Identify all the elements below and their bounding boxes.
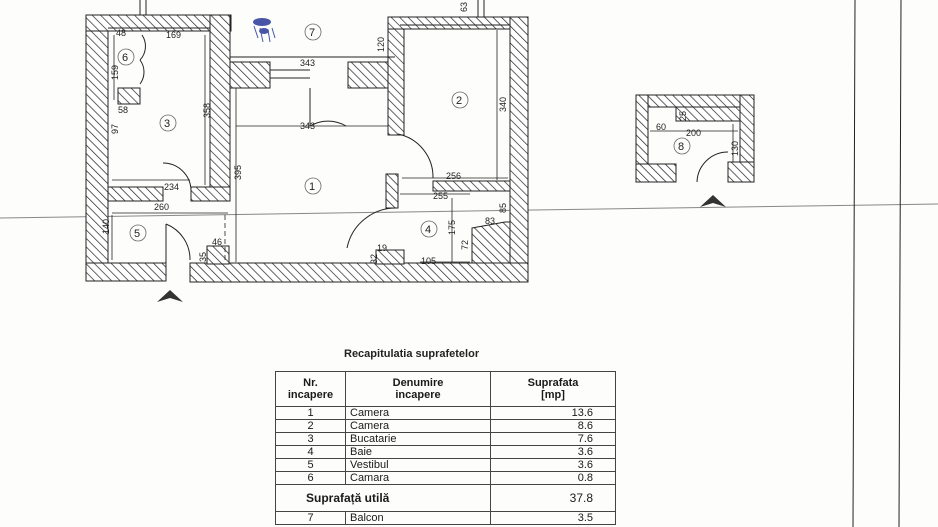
dim-label: 159 [110, 65, 120, 80]
dim-label: 130 [730, 141, 740, 156]
header-area: Suprafata[mp] [490, 371, 616, 407]
header-nr: Nr.incapere [275, 371, 346, 407]
walls-room-8 [635, 94, 755, 183]
room-number: 1 [309, 181, 315, 193]
room-number: 8 [678, 141, 684, 153]
dim-label: 19 [377, 243, 387, 253]
room-number: 2 [456, 95, 462, 107]
room-number: 7 [309, 27, 315, 39]
dim-label: 169 [166, 30, 181, 40]
dim-label: 25 [678, 111, 688, 121]
dim-label: 97 [110, 124, 120, 134]
room-number: 6 [122, 52, 128, 64]
dim-label: 255 [433, 191, 448, 201]
dim-label: 343 [300, 121, 315, 131]
dim-label: 200 [686, 128, 701, 138]
dim-label: 120 [376, 37, 386, 52]
dim-label: 140 [101, 219, 111, 234]
dim-label: 343 [300, 58, 315, 68]
room-labels [117, 23, 691, 242]
dim-label: 234 [164, 182, 179, 192]
dim-label: 48 [116, 28, 126, 38]
dimension-lines [111, 30, 508, 263]
dim-label: 60 [656, 122, 666, 132]
dim-label: 35 [198, 252, 208, 262]
dim-label: 85 [498, 203, 508, 213]
dim-label: 358 [202, 103, 212, 118]
dim-label: 105 [421, 256, 436, 266]
page-border-line [852, 0, 856, 527]
dim-label: 83 [485, 216, 495, 226]
dim-label: 58 [118, 105, 128, 115]
entrance-arrow-icon [700, 195, 726, 207]
dim-label: 72 [460, 240, 470, 250]
dim-label: 260 [154, 202, 169, 212]
dim-label: 63 [459, 2, 469, 12]
room-number: 5 [134, 228, 140, 240]
walls [85, 0, 529, 283]
scan-fold-line [0, 203, 938, 219]
dim-label: 32 [369, 254, 379, 264]
recap-title: Recapitulatia suprafetelor [344, 348, 480, 360]
dim-label: 256 [446, 171, 461, 181]
room-number: 3 [164, 118, 170, 130]
dim-label: 175 [447, 220, 457, 235]
dim-label: 395 [233, 165, 243, 180]
door-swings [139, 34, 434, 263]
stamp-mark [253, 18, 276, 43]
entrance-arrow-icon [157, 290, 183, 302]
dim-label: 340 [498, 97, 508, 112]
room-number: 4 [425, 224, 431, 236]
dim-label: 46 [212, 237, 222, 247]
page-border-line [898, 0, 902, 527]
